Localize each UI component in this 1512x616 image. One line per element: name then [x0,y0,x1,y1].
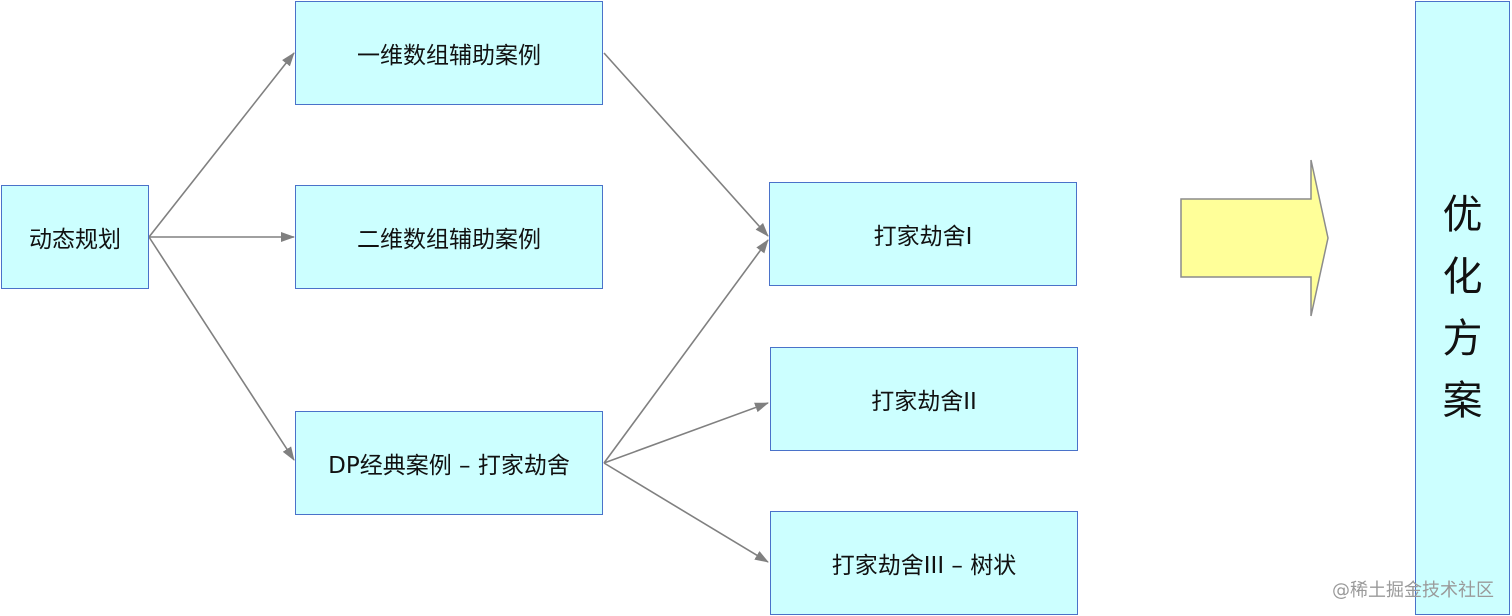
optimization-char: 案 [1442,378,1483,424]
root-node-label: 动态规划 [29,227,121,253]
big-right-arrow [1180,159,1329,317]
node-house-robber-1: 打家劫舍I [769,182,1077,286]
node-house-robber-2: 打家劫舍II [770,347,1078,451]
root-node-dynamic-programming: 动态规划 [1,185,149,289]
arrow-dp-to-robber2 [603,402,769,464]
node-house-robber-1-label: 打家劫舍I [873,224,973,250]
node-dp-classic-robber-label: DP经典案例 – 打家劫舍 [328,453,570,479]
arrow-root-to-1d [148,52,295,238]
optimization-char: 方 [1442,316,1483,362]
node-house-robber-3-tree-label: 打家劫舍III – 树状 [831,553,1017,579]
node-2d-array-case: 二维数组辅助案例 [295,185,603,289]
optimization-char: 优 [1442,192,1483,238]
node-2d-array-case-label: 二维数组辅助案例 [357,227,541,253]
node-dp-classic-robber: DP经典案例 – 打家劫舍 [295,411,603,515]
arrow-dp-to-robber1 [603,239,769,464]
arrow-dp-to-robber3 [603,462,769,563]
watermark: @稀土掘金技术社区 [1332,580,1494,601]
node-optimization-plan: 优 化 方 案 [1415,1,1510,615]
arrow-root-to-dp [148,236,295,461]
optimization-char: 化 [1442,254,1483,300]
arrow-1d-to-robber1 [603,52,769,237]
node-1d-array-case-label: 一维数组辅助案例 [357,43,541,69]
node-house-robber-2-label: 打家劫舍II [871,389,977,415]
node-1d-array-case: 一维数组辅助案例 [295,1,603,105]
node-house-robber-3-tree: 打家劫舍III – 树状 [770,511,1078,615]
